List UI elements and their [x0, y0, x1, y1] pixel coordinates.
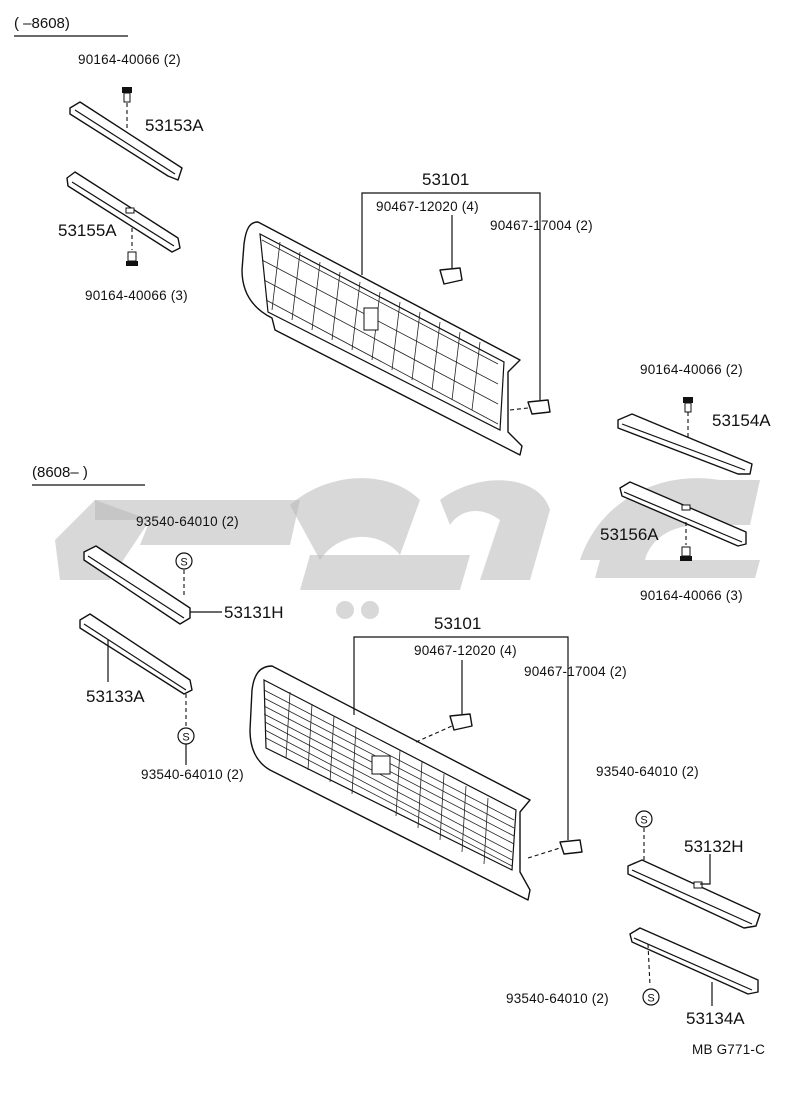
part-53133A	[79, 613, 193, 695]
grille-53101-bottom	[249, 665, 531, 901]
callout-90164-40066-top-left-upper: 90164-40066 (2)	[78, 52, 181, 67]
callout-90467-12020-top: 90467-12020 (4)	[376, 199, 479, 214]
part-label-53154A: 53154A	[712, 411, 771, 430]
callout-90467-17004-top: 90467-17004 (2)	[490, 218, 593, 233]
screw-icon	[122, 87, 132, 103]
seal-icon: S	[175, 552, 193, 570]
part-label-53101-bottom: 53101	[434, 614, 481, 633]
screw-icon	[680, 546, 692, 561]
part-53132H	[627, 859, 761, 929]
svg-text:S: S	[640, 815, 647, 827]
brand-watermark-icon	[55, 478, 760, 619]
part-label-53156A: 53156A	[600, 525, 659, 544]
part-53131H	[83, 545, 191, 625]
part-label-53132H: 53132H	[684, 837, 744, 856]
section-label-bottom: (8608– )	[32, 464, 88, 481]
callout-90467-12020-bottom: 90467-12020 (4)	[414, 643, 517, 658]
part-53154A	[617, 413, 753, 475]
seal-icon: S	[635, 810, 653, 828]
callout-93540-64010-right-upper: 93540-64010 (2)	[596, 764, 699, 779]
part-53155A	[66, 171, 181, 253]
screw-icon	[126, 251, 138, 266]
svg-text:S: S	[180, 557, 187, 569]
clip-icon	[559, 839, 583, 855]
svg-text:S: S	[647, 993, 654, 1005]
callout-93540-64010-right-lower: 93540-64010 (2)	[506, 991, 609, 1006]
seal-icon: S	[642, 988, 660, 1006]
seal-icon: S	[177, 727, 195, 745]
callout-90467-17004-bottom: 90467-17004 (2)	[524, 664, 627, 679]
clip-icon	[449, 713, 473, 731]
part-53156A	[619, 481, 747, 547]
callout-90164-40066-right-lower: 90164-40066 (3)	[640, 588, 743, 603]
part-label-53153A: 53153A	[145, 116, 204, 135]
callout-93540-64010-left-upper: 93540-64010 (2)	[136, 514, 239, 529]
clip-icon	[527, 399, 551, 415]
clip-icon	[439, 267, 463, 285]
svg-text:S: S	[182, 732, 189, 744]
part-label-53101-top: 53101	[422, 170, 469, 189]
callout-90164-40066-top-left-lower: 90164-40066 (3)	[85, 288, 188, 303]
part-53153A	[69, 101, 183, 181]
section-label-top: ( –8608)	[14, 15, 70, 32]
part-label-53155A: 53155A	[58, 221, 117, 240]
part-label-53133A: 53133A	[86, 687, 145, 706]
drawing-code: MB G771-C	[692, 1042, 765, 1057]
callout-90164-40066-right-upper: 90164-40066 (2)	[640, 362, 743, 377]
part-label-53131H: 53131H	[224, 603, 284, 622]
part-label-53134A: 53134A	[686, 1009, 745, 1028]
callout-93540-64010-left-lower: 93540-64010 (2)	[141, 767, 244, 782]
screw-icon	[683, 397, 693, 413]
part-53134A	[629, 927, 759, 995]
grille-53101-top	[241, 221, 523, 456]
